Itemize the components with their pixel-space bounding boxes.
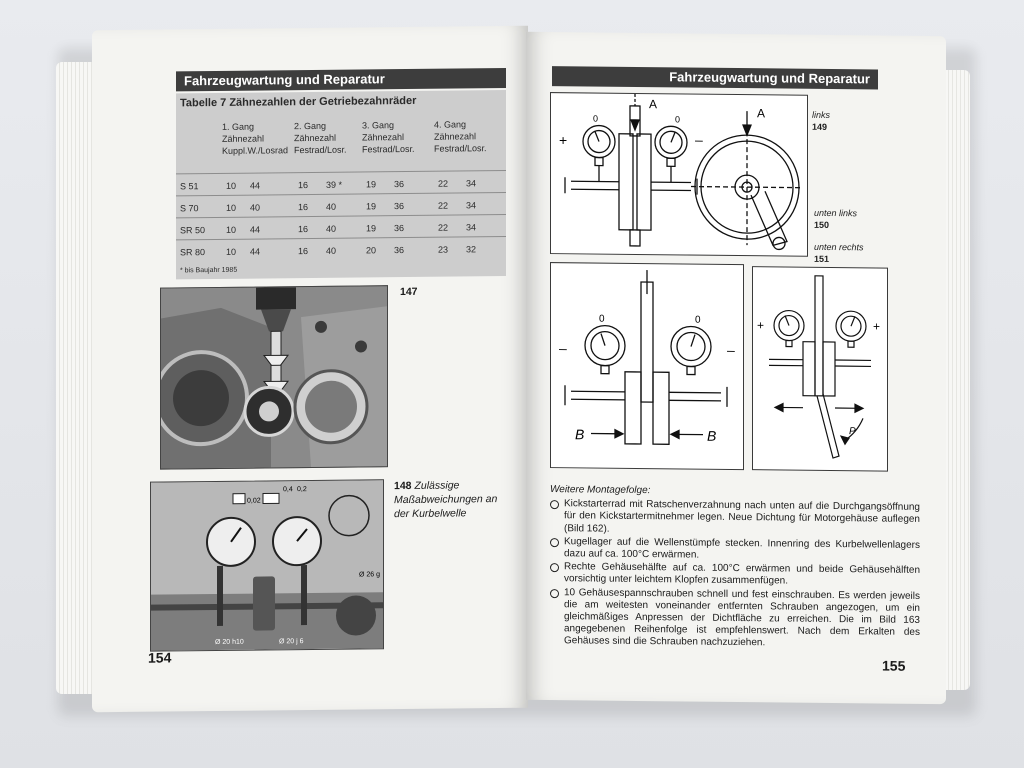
list-item: Kugellager auf die Wellenstümpfe stecken…	[550, 536, 920, 564]
label-minus: –	[695, 132, 703, 148]
engine-case-photo-art	[160, 286, 387, 469]
photo-label: 0,02	[247, 498, 261, 505]
label-minus: –	[559, 340, 567, 356]
label-b: B	[575, 426, 584, 442]
list-item: Kickstarterrad mit Ratschenverzahnung na…	[550, 498, 920, 538]
page-stack-left	[56, 62, 96, 694]
label-a: A	[649, 97, 657, 111]
figure-148-caption: 148 Zulässige Maßabweichungen an der Kur…	[394, 478, 504, 521]
table-title: Tabelle 7 Zähnezahlen der Getriebezahnrä…	[180, 94, 417, 110]
photo-label: 0,2	[297, 486, 307, 493]
bullet-circle-icon	[550, 563, 559, 573]
label-zero: 0	[695, 315, 701, 326]
right-page-header: Fahrzeugwartung und Reparatur	[552, 66, 878, 90]
body-text: Weitere Montagefolge: Kickstarterrad mit…	[550, 484, 920, 653]
page-number-right: 155	[882, 657, 906, 674]
label-zero: 0	[599, 314, 605, 325]
label-minus: –	[727, 342, 735, 358]
photo-label: 0,4	[283, 486, 293, 493]
crankshaft-photo-art: 0,02 0,4 0,2 Ø 20 h10 Ø 20 j 6 Ø 26 g	[151, 480, 383, 651]
figure-149-diagram: A A + – 0 0	[550, 92, 808, 257]
label-plus: +	[559, 132, 567, 148]
figure-150-diagram: 0 0 – – B B	[550, 262, 744, 471]
photo-label: Ø 26 g	[359, 571, 380, 578]
list-item: Rechte Gehäusehälfte auf ca. 100°C erwär…	[550, 561, 920, 589]
right-page: Fahrzeugwartung und Reparatur	[526, 31, 946, 705]
body-heading: Weitere Montagefolge:	[550, 484, 651, 497]
engine-case-photo	[160, 285, 388, 470]
label-b: B	[707, 428, 716, 444]
bullet-circle-icon	[550, 500, 559, 510]
crankshaft-photo: 0,02 0,4 0,2 Ø 20 h10 Ø 20 j 6 Ø 26 g	[150, 479, 384, 652]
figure-148-number: 148	[394, 479, 412, 493]
figure-150-art: 0 0 – – B B	[559, 270, 735, 445]
label-a: A	[757, 106, 765, 120]
label-plus: +	[873, 319, 880, 333]
table-footnote: * bis Baujahr 1985	[180, 266, 238, 275]
bullet-circle-icon	[550, 537, 559, 547]
left-page: Fahrzeugwartung und Reparatur Tabelle 7 …	[92, 25, 528, 713]
figure-151-diagram: + + P	[752, 266, 888, 472]
label-zero: 0	[593, 114, 598, 124]
label-plus: +	[757, 318, 764, 332]
figure-151-art: + + P	[757, 275, 880, 459]
bullet-circle-icon	[550, 588, 559, 598]
photo-label: Ø 20 h10	[215, 639, 244, 646]
page-number-left: 154	[148, 649, 172, 666]
list-item: 10 Gehäusespannschrauben schnell und fes…	[550, 587, 920, 652]
photo-label: Ø 20 j 6	[279, 638, 304, 645]
figure-149-art: A A + – 0 0	[559, 93, 803, 251]
gear-table: Tabelle 7 Zähnezahlen der Getriebezahnrä…	[176, 89, 506, 280]
left-page-header: Fahrzeugwartung und Reparatur	[176, 67, 506, 92]
label-zero: 0	[675, 114, 680, 124]
label-p: P	[849, 426, 856, 437]
table-row: SR 80 10 44 16 40 20 36 23 32	[176, 235, 506, 263]
figure-147-number: 147	[400, 285, 418, 299]
